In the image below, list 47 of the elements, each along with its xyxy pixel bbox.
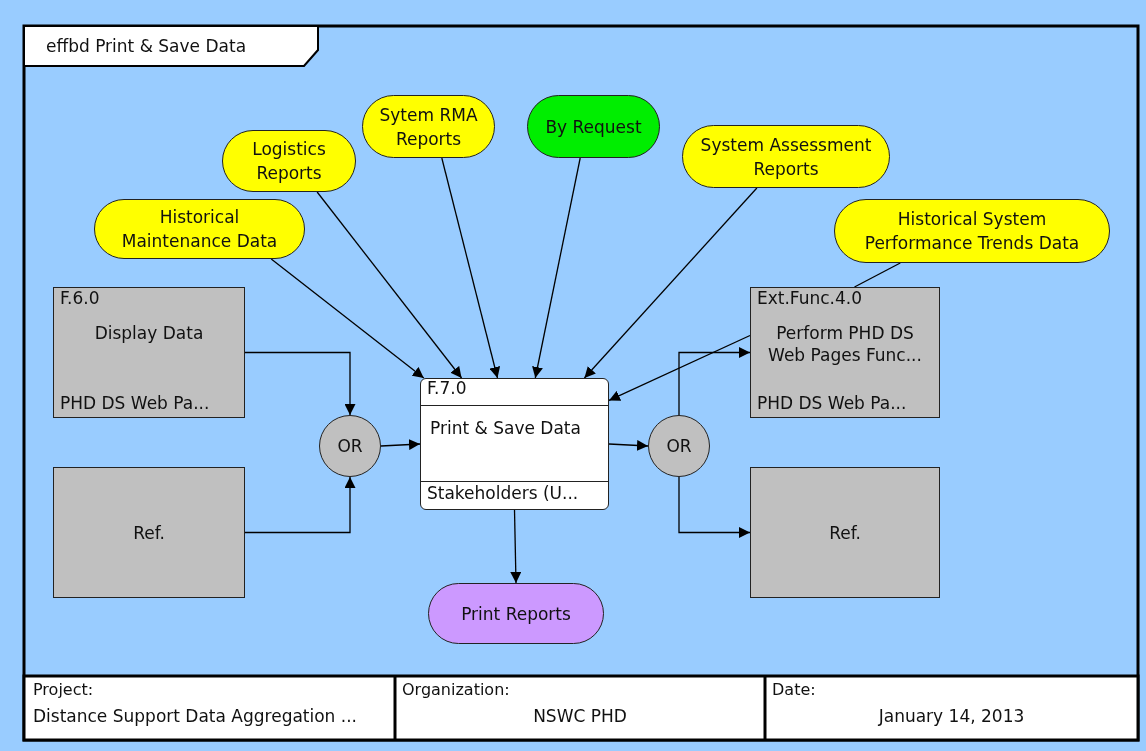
node-label: System Assessment Reports (699, 133, 873, 181)
field-label: Organization: (402, 680, 510, 700)
function-box (420, 378, 609, 510)
function-box (53, 467, 245, 598)
node-label: OR (337, 436, 363, 456)
node-resource: PHD DS Web Pa... (757, 392, 907, 414)
node-number: F.7.0 (427, 377, 467, 399)
arrow (608, 439, 649, 451)
function-box (750, 287, 940, 418)
arrow (270, 258, 425, 379)
node-title: Display Data (93, 322, 205, 344)
arrow (244, 476, 356, 534)
diagram-title: effbd Print & Save Data (46, 36, 247, 56)
arrow (510, 509, 522, 584)
arrow (316, 191, 463, 379)
node-label: OR (666, 436, 692, 456)
node-number: F.6.0 (60, 287, 100, 309)
node-resource: Stakeholders (U... (427, 482, 579, 504)
node-label: By Request (545, 115, 642, 139)
field-value: January 14, 2013 (877, 706, 1026, 726)
node-label: Historical System Performance Trends Data (863, 208, 1081, 255)
node-label: Sytem RMA Reports (378, 103, 479, 151)
item-pill (94, 199, 305, 259)
function-box (53, 287, 245, 418)
field-value: Distance Support Data Aggregation ... (33, 706, 357, 726)
arrow (380, 439, 421, 451)
arrow (532, 157, 581, 379)
node-number: Ext.Func.4.0 (757, 287, 863, 309)
arrow (244, 351, 356, 416)
node-label: Print Reports (461, 602, 571, 626)
arrow (441, 157, 501, 379)
field-label: Project: (33, 680, 94, 700)
node-resource: PHD DS Web Pa... (60, 392, 210, 414)
arrow (608, 334, 751, 402)
connector-line (853, 262, 901, 288)
arrow (583, 187, 758, 379)
node-label: Logistics Reports (251, 138, 327, 185)
node-label: Ref. (829, 522, 861, 543)
arrow (678, 476, 751, 538)
node-label: Ref. (133, 522, 165, 543)
node-label: Historical Maintenance Data (120, 206, 279, 253)
field-label: Date: (772, 680, 816, 700)
function-box (750, 467, 940, 598)
field-value: NSWC PHD (532, 706, 628, 726)
arrow (678, 347, 751, 416)
node-title: Perform PHD DS Web Pages Func... (767, 322, 923, 366)
node-title: Print & Save Data (430, 417, 581, 439)
